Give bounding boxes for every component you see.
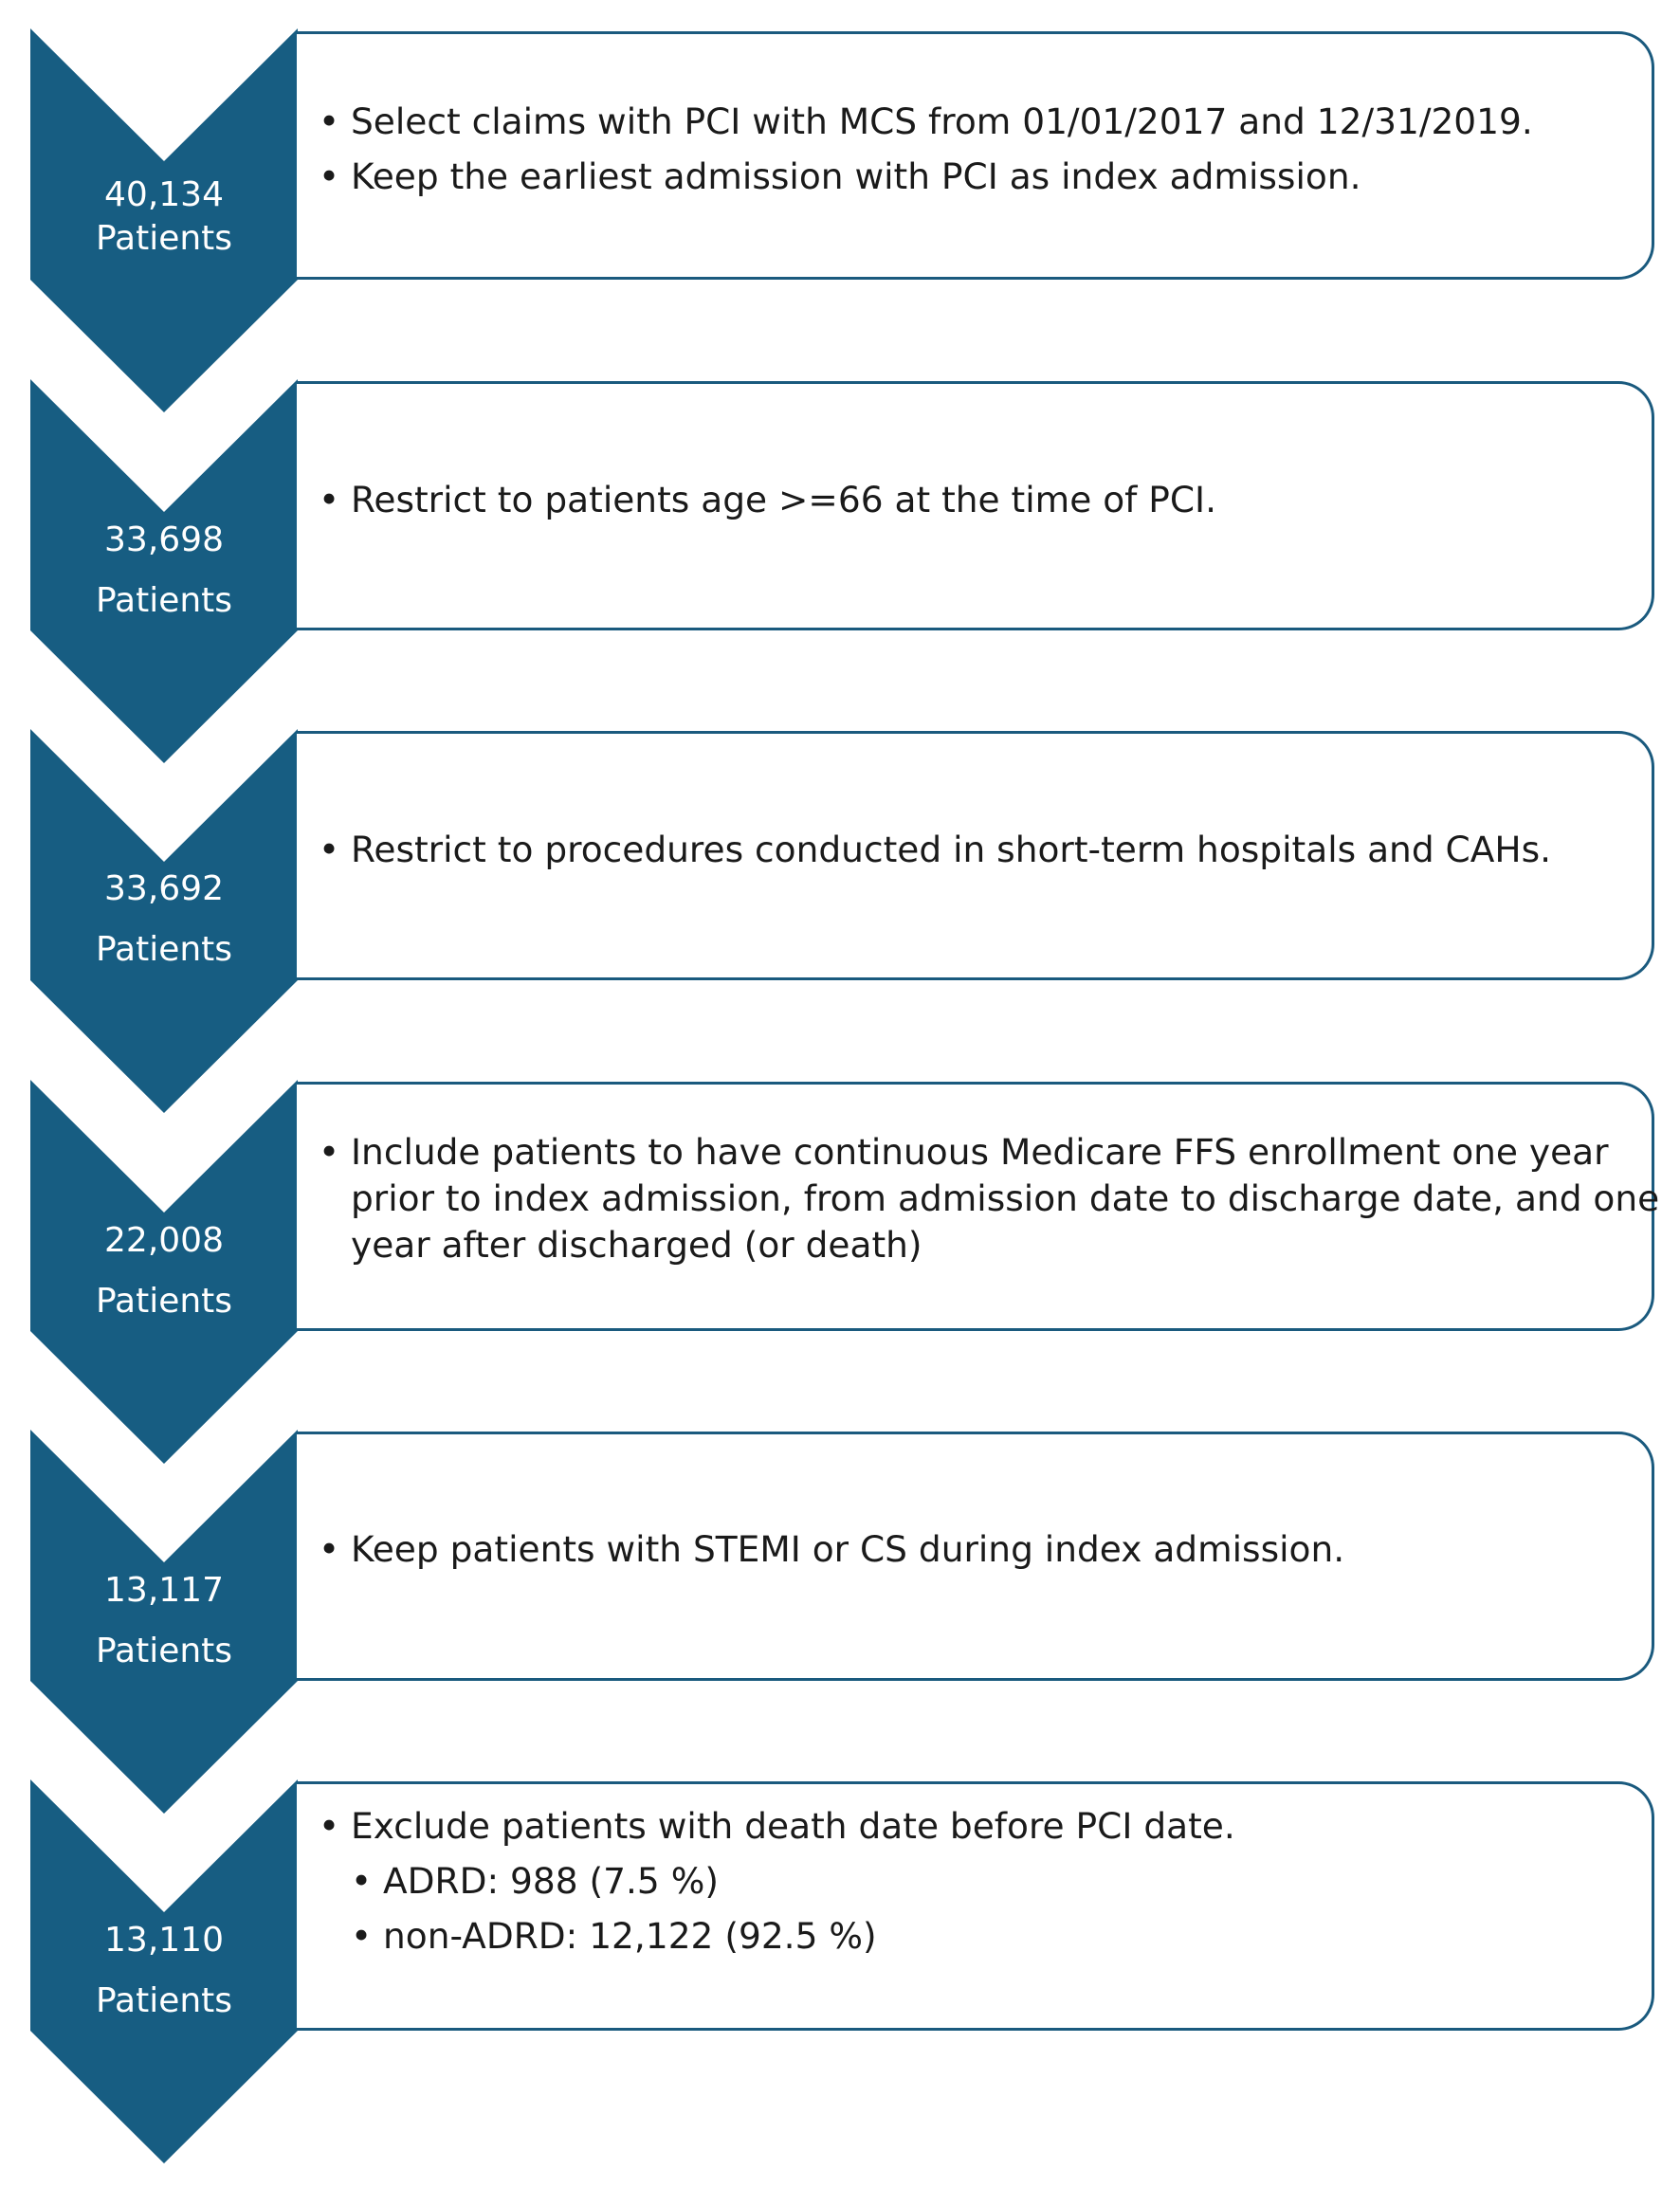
criteria-sub-bullet-non-adrd: non-ADRD: 12,122 (92.5 %): [351, 1908, 1661, 1963]
count-value: 33,692: [104, 869, 224, 908]
count-value: 13,110: [104, 1921, 224, 1960]
patient-count-3: 33,692 Patients: [30, 859, 298, 980]
flow-step-1: 40,134 Patients Select claims with PCI w…: [0, 28, 1680, 417]
criteria-bullet: Restrict to patients age >=66 at the tim…: [319, 477, 1661, 523]
count-value: 40,134: [104, 175, 224, 214]
chevron-arrow-1: [30, 28, 298, 412]
chevron-arrow-2: [30, 379, 298, 763]
criteria-list-4: Include patients to have continuous Medi…: [319, 1129, 1661, 1268]
criteria-list-3: Restrict to procedures conducted in shor…: [319, 827, 1661, 873]
count-value: 33,698: [104, 520, 224, 559]
criteria-bullet: Restrict to procedures conducted in shor…: [319, 827, 1661, 873]
count-value: 13,117: [104, 1571, 224, 1610]
chevron-arrow-6: [30, 1779, 298, 2163]
flow-step-3: 33,692 Patients Restrict to procedures c…: [0, 729, 1680, 1118]
criteria-list-2: Restrict to patients age >=66 at the tim…: [319, 477, 1661, 523]
criteria-bullet: Include patients to have continuous Medi…: [319, 1129, 1661, 1268]
chevron-arrow-4: [30, 1080, 298, 1464]
count-unit: Patients: [95, 581, 233, 620]
criteria-bullet: Select claims with PCI with MCS from 01/…: [319, 99, 1661, 145]
criteria-bullet: Keep the earliest admission with PCI as …: [319, 154, 1661, 200]
count-unit: Patients: [95, 219, 233, 258]
flow-step-6: 13,110 Patients Exclude patients with de…: [0, 1779, 1680, 2168]
patient-count-2: 33,698 Patients: [30, 510, 298, 631]
criteria-bullet: Exclude patients with death date before …: [319, 1798, 1661, 1853]
patient-count-4: 22,008 Patients: [30, 1211, 298, 1332]
criteria-list-6: Exclude patients with death date before …: [319, 1798, 1661, 1963]
count-value: 22,008: [104, 1221, 224, 1260]
flow-step-2: 33,698 Patients Restrict to patients age…: [0, 379, 1680, 768]
criteria-list-5: Keep patients with STEMI or CS during in…: [319, 1526, 1661, 1573]
patient-count-5: 13,117 Patients: [30, 1560, 298, 1682]
count-unit: Patients: [95, 1981, 233, 2020]
count-unit: Patients: [95, 930, 233, 969]
count-unit: Patients: [95, 1282, 233, 1321]
flow-step-5: 13,117 Patients Keep patients with STEMI…: [0, 1430, 1680, 1818]
chevron-arrow-3: [30, 729, 298, 1113]
chevron-arrow-5: [30, 1430, 298, 1814]
criteria-sub-bullet-adrd: ADRD: 988 (7.5 %): [351, 1853, 1661, 1908]
criteria-list-1: Select claims with PCI with MCS from 01/…: [319, 99, 1661, 200]
count-unit: Patients: [95, 1632, 233, 1670]
flow-step-4: 22,008 Patients Include patients to have…: [0, 1080, 1680, 1468]
patient-count-6: 13,110 Patients: [30, 1910, 298, 2032]
patient-count-1: 40,134 Patients: [30, 173, 298, 261]
criteria-bullet: Keep patients with STEMI or CS during in…: [319, 1526, 1661, 1573]
